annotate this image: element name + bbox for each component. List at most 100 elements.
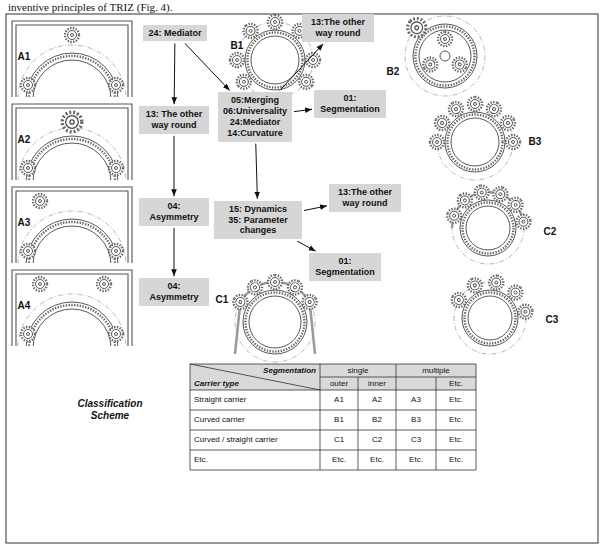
curved-carrier-figure (241, 21, 261, 41)
straight-carrier-figure (26, 53, 118, 97)
straight-carrier-figure (12, 104, 132, 180)
curved-carrier-figure (484, 100, 503, 119)
principle-text: 04: Asymmetry (144, 281, 204, 303)
curved-carrier-figure (438, 32, 452, 46)
curved-carrier-figure (234, 72, 253, 91)
table-cell: Etc. (370, 455, 384, 465)
table-header: inner (368, 379, 386, 389)
straight-carrier-figure (29, 305, 115, 346)
straight-carrier-figure (26, 302, 118, 346)
curved-straight-carrier-figure (231, 275, 319, 362)
curved-straight-carrier-figure (515, 214, 531, 230)
curved-carrier-figure (245, 30, 305, 90)
table-header: Etc. (449, 379, 463, 389)
curved-carrier-figure (448, 115, 503, 170)
straight-carrier-figure (65, 28, 79, 42)
principle-text: 24:Mediator (223, 117, 287, 128)
curved-straight-carrier-figure (445, 184, 531, 264)
table-cell: Etc. (194, 455, 208, 465)
straight-carrier-figure (97, 277, 111, 291)
table-cell: Curved / straight carrier (194, 435, 278, 445)
curved-straight-carrier-figure (449, 290, 468, 309)
figure-label: B3 (529, 136, 542, 148)
curved-carrier-figure (268, 15, 282, 29)
curved-carrier-figure (419, 30, 471, 82)
arrow-connector (174, 43, 176, 104)
principle-box: 13:The other way round (329, 184, 401, 212)
table-cell: Etc. (332, 455, 346, 465)
curved-carrier-figure (445, 112, 505, 172)
curved-carrier-figure (440, 51, 450, 61)
principle-box: 15: Dynamics35: Parameter changes (214, 201, 302, 239)
curved-carrier-figure (404, 15, 485, 96)
table-cell: Etc. (449, 435, 463, 445)
curved-carrier-figure (437, 104, 513, 180)
table-header: Carrier type (194, 379, 239, 389)
table-cell: B1 (334, 415, 344, 425)
principle-box: 01: Segmentation (314, 90, 386, 118)
curved-straight-carrier-figure (243, 290, 307, 354)
curved-straight-carrier-figure (231, 292, 250, 311)
figure-label: B2 (387, 66, 400, 78)
table-cell: C2 (372, 435, 382, 445)
principle-text: 04: Asymmetry (144, 201, 204, 223)
straight-carrier-figure (21, 244, 35, 258)
straight-carrier-figure (12, 187, 132, 263)
straight-carrier-figure (12, 21, 132, 97)
straight-carrier-figure (26, 219, 118, 263)
curved-straight-carrier-figure (465, 276, 484, 295)
curved-carrier-figure (421, 55, 440, 74)
curved-carrier-figure (506, 135, 520, 149)
straight-carrier-figure (29, 222, 115, 263)
curved-straight-carrier-figure (517, 304, 533, 320)
principle-box: 05:Merging06:Universality24:Mediator14:C… (218, 92, 292, 141)
classification-table (190, 364, 476, 470)
figure-label: C3 (546, 314, 559, 326)
principle-text: 05:Merging (223, 95, 287, 106)
straight-carrier-figure (12, 187, 132, 263)
straight-carrier-figure (109, 78, 123, 92)
principle-box: 04: Asymmetry (139, 198, 209, 226)
arrow-connector (280, 44, 323, 91)
straight-carrier-figure (33, 143, 111, 180)
curved-straight-carrier-figure (462, 290, 518, 346)
straight-carrier-figure (29, 56, 115, 97)
curved-straight-carrier-figure (474, 184, 490, 200)
principle-text: 15: Dynamics (219, 204, 297, 215)
curved-carrier-figure (433, 113, 452, 132)
curved-carrier-figure (468, 97, 482, 111)
principle-box: 13:The other way round (302, 14, 374, 42)
curved-straight-carrier-figure (300, 292, 319, 311)
straight-carrier-figure (12, 21, 132, 97)
curved-carrier-figure (430, 135, 444, 149)
straight-carrier-figure (33, 194, 47, 208)
curved-straight-carrier-figure (506, 195, 526, 215)
curved-straight-carrier-figure (465, 293, 516, 344)
table-cell: Etc. (409, 455, 423, 465)
table-cell: A2 (372, 395, 382, 405)
straight-carrier-figure (12, 270, 132, 346)
curved-straight-carrier-figure (245, 278, 264, 297)
figure-label: C1 (216, 294, 229, 306)
principle-box: 04: Asymmetry (139, 278, 209, 306)
curved-straight-carrier-figure (235, 282, 315, 354)
curved-carrier-figure (230, 53, 244, 67)
arrow-connector (304, 206, 327, 211)
principle-text: 14:Curvature (223, 128, 287, 139)
table-cell: Etc. (449, 455, 463, 465)
curved-straight-carrier-figure (488, 274, 504, 290)
curved-straight-carrier-figure (466, 206, 510, 250)
arrow-connector (256, 144, 258, 199)
table-cell: A1 (334, 395, 344, 405)
straight-carrier-figure (33, 309, 111, 346)
caption-text: inventive principles of TRIZ (Fig. 4). (8, 1, 172, 13)
straight-carrier-figure (18, 45, 126, 97)
curved-straight-carrier-figure (249, 296, 301, 348)
scheme-label: Classification Scheme (65, 398, 155, 422)
straight-carrier-figure (12, 270, 132, 346)
table-header: Segmentation (263, 366, 316, 376)
curved-straight-carrier-figure (235, 282, 315, 362)
table-cell: Curved carrier (194, 415, 245, 425)
